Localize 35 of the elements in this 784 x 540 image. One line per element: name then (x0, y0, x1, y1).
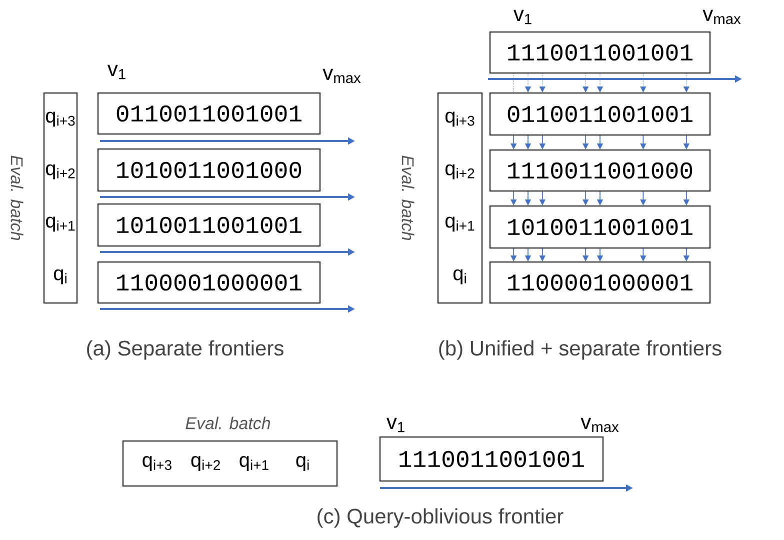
batch-label: Eval. batch (402, 156, 414, 240)
bit-vector-box: 0110011001001 (98, 92, 320, 134)
bit-vector-box: 1110011001001 (490, 32, 710, 74)
query-label: q$_{i+2}$ (446, 164, 474, 180)
caption: (b) Unified + separate frontiers (439, 340, 722, 360)
arrow (640, 73, 646, 92)
caption: (c) Query-oblivious frontier (318, 508, 564, 528)
caption: (a) Separate frontiers (87, 340, 284, 360)
bit-vector-box: 1110011001001 (380, 436, 604, 482)
axis-label: v$_{max}$ (580, 418, 619, 432)
query-label: q$_{i+3}$ (46, 112, 75, 127)
bit-vector-box: 1010011001001 (490, 206, 710, 248)
query-label: q$_{i+1}$ (240, 456, 268, 471)
axis-label: v$_{max}$ (702, 10, 741, 24)
bit-vector-box: 0110011001001 (490, 92, 710, 136)
query-label: q$_{i+1}$ (46, 216, 75, 232)
bit-vector-box: 1010011001001 (98, 204, 320, 246)
axis-label: v$_{max}$ (322, 68, 361, 84)
bit-vector-box: 1100001000001 (98, 262, 320, 304)
query-label: q$_{i}$ (453, 269, 466, 284)
bit-vector-box: 1110011001000 (490, 150, 710, 192)
bit-vector-box: 1100001000001 (490, 262, 710, 304)
axis-label: v$_{1}$ (108, 64, 126, 80)
query-label: q$_{i}$ (296, 456, 309, 471)
batch-label: Eval. batch (186, 416, 270, 430)
query-label: q$_{i+3}$ (446, 112, 474, 127)
axis-label: v$_{1}$ (386, 418, 404, 432)
query-label: q$_{i+1}$ (446, 216, 474, 232)
query-label: q$_{i+2}$ (46, 164, 75, 180)
batch-label: Eval. batch (10, 156, 24, 240)
query-label: q$_{i+2}$ (191, 456, 220, 471)
query-label: q$_{i}$ (54, 269, 66, 284)
bit-vector-box: 1010011001000 (98, 148, 320, 192)
query-label: q$_{i+3}$ (142, 456, 172, 471)
arrow (582, 73, 589, 92)
